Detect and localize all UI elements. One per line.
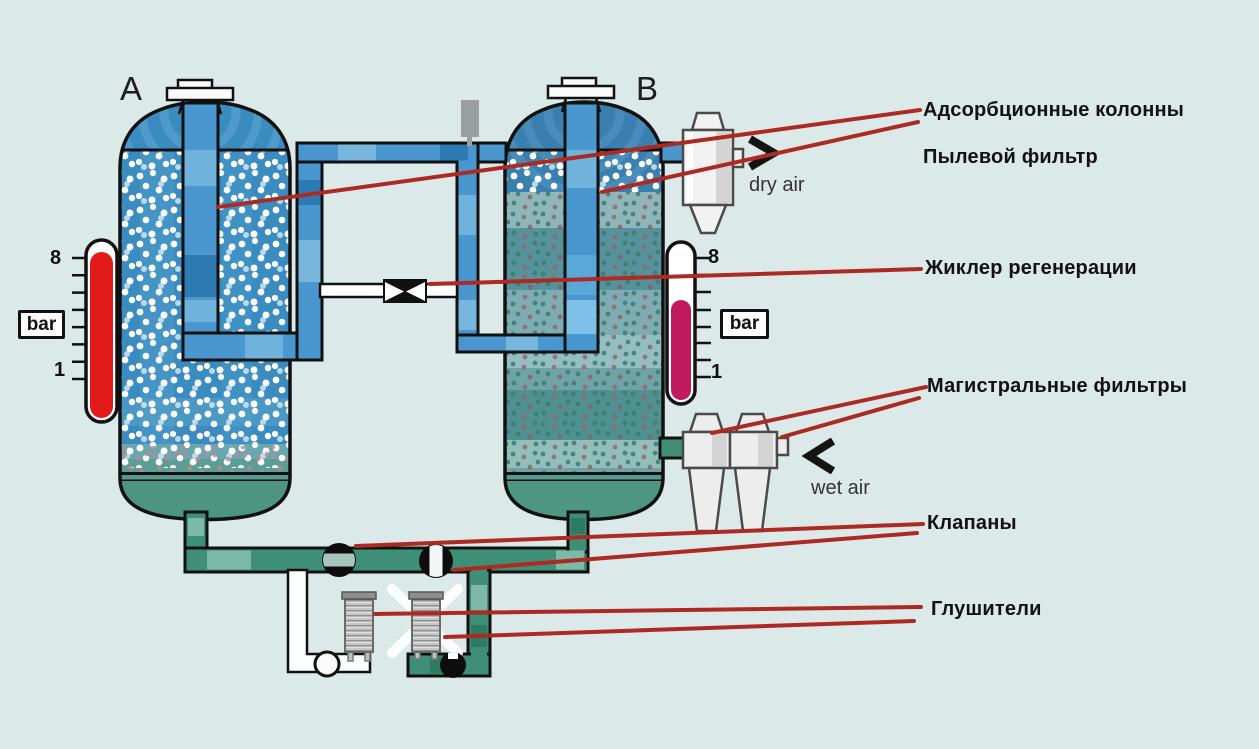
gauge-left-max-label: 8 bbox=[50, 247, 62, 269]
regeneration-purge-line bbox=[318, 279, 459, 303]
pressure-sensor bbox=[461, 100, 479, 146]
line-to-column-b bbox=[600, 120, 920, 194]
label-valves: Клапаны bbox=[927, 512, 1017, 534]
gauge-right-unit-badge: bar bbox=[720, 309, 769, 339]
line-to-regeneration-jet bbox=[428, 267, 923, 286]
gauge-right-min-label: 1 bbox=[711, 361, 723, 383]
inlet-valve-a bbox=[322, 543, 356, 577]
label-dust-filter: Пылевой фильтр bbox=[923, 146, 1098, 168]
gauge-left-fill bbox=[90, 252, 113, 418]
column-b-flange bbox=[546, 76, 616, 100]
wet-air-label: wet air bbox=[811, 477, 870, 499]
silencer-2 bbox=[408, 591, 444, 660]
column-a-flange bbox=[165, 78, 235, 102]
purge-downpipe bbox=[466, 568, 492, 664]
regeneration-jet-orifice bbox=[383, 279, 427, 303]
drain-valve-b bbox=[440, 652, 466, 678]
wet-air-inlet-pipe bbox=[658, 436, 687, 460]
silencer-1 bbox=[341, 591, 377, 662]
line-to-valve-1 bbox=[354, 522, 925, 548]
line-to-valve-2 bbox=[452, 531, 919, 572]
column-a-letter: A bbox=[120, 70, 143, 107]
inlet-valve-b bbox=[419, 544, 453, 578]
line-filter-1 bbox=[681, 412, 732, 533]
column-b-letter: B bbox=[636, 70, 659, 107]
gauge-left-unit-badge: bar bbox=[18, 310, 65, 339]
pressure-gauge-left bbox=[72, 238, 119, 424]
gauge-right-fill bbox=[671, 300, 691, 400]
line-to-column-a bbox=[216, 108, 922, 209]
label-silencers: Глушители bbox=[931, 598, 1042, 620]
label-line-filters: Магистральные фильтры bbox=[927, 375, 1188, 397]
gauge-left-min-label: 1 bbox=[54, 359, 66, 381]
line-to-silencer-2 bbox=[443, 619, 916, 639]
wet-air-arrow-icon bbox=[801, 437, 836, 475]
line-filter-2 bbox=[728, 412, 790, 533]
annotation-lines bbox=[216, 108, 928, 639]
line-to-silencer-1 bbox=[373, 605, 923, 616]
dry-air-label: dry air bbox=[749, 174, 805, 196]
label-regeneration-jet: Жиклер регенерации bbox=[925, 257, 1137, 279]
drain-valve-a bbox=[313, 650, 341, 678]
gauge-right-max-label: 8 bbox=[708, 246, 720, 268]
line-to-line-filter-1 bbox=[710, 385, 928, 435]
pipe-junction-fills bbox=[184, 144, 597, 359]
label-adsorption-columns: Адсорбционные колонны bbox=[923, 99, 1185, 121]
line-to-line-filter-2 bbox=[780, 396, 921, 439]
